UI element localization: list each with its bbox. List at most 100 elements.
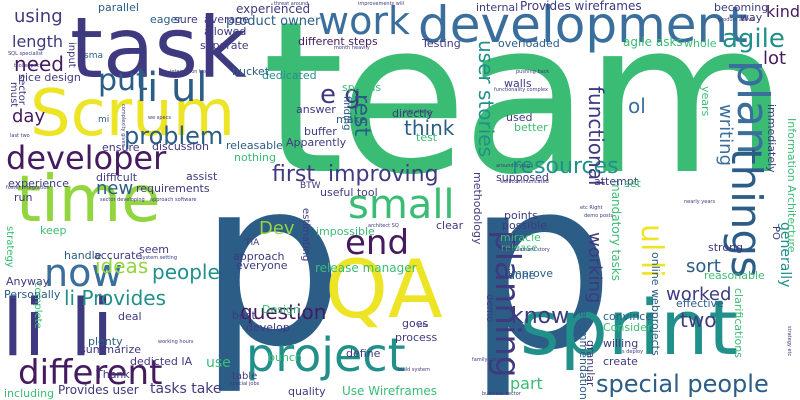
word-dedicated: dedicated	[262, 69, 317, 82]
word-working: working	[584, 232, 605, 304]
word-becoming: becoming	[714, 1, 769, 14]
word-difficult: difficult	[96, 171, 138, 184]
word-generally: generally	[777, 222, 793, 288]
word-sprint: sprint	[520, 283, 739, 372]
word-demo: demo	[484, 294, 495, 323]
word-plenty: plenty	[88, 335, 123, 348]
word-nice-design: nice design	[18, 71, 81, 84]
word-dedicted-ia: dedicted IA	[130, 355, 193, 368]
word-develop: develop	[246, 321, 290, 334]
word-li-provides: li Provides	[64, 286, 167, 310]
word-tasks-take: tasks take	[150, 381, 222, 397]
word-development: development	[418, 0, 748, 54]
word-resources: resources	[512, 154, 619, 179]
word-miracle: miracle	[500, 231, 541, 244]
word-strategy: strategy	[4, 226, 15, 268]
word-willing: willing	[603, 337, 639, 350]
word-release: release	[501, 243, 538, 254]
word-lot: lot	[763, 48, 787, 69]
word-used: used	[506, 111, 533, 124]
word-run: run	[14, 191, 33, 204]
word-years: years	[699, 86, 712, 117]
word-goes: goes	[402, 317, 429, 330]
word-anyway: Anyway	[6, 275, 50, 288]
word-spends: spends	[342, 81, 382, 94]
word-design: Design	[262, 303, 300, 316]
word-define: define	[346, 347, 381, 360]
word-info-strong: info strong	[404, 109, 431, 115]
word-tsoi-expect: tsoi expect	[14, 63, 42, 69]
word-possible: possible	[502, 219, 548, 232]
word-special-people: special people	[596, 370, 769, 398]
word-family-convince: family convince	[472, 357, 512, 363]
word-requirements: requirements	[136, 182, 210, 195]
word-eager: eager	[150, 13, 182, 26]
word-project: project	[246, 328, 406, 382]
word-create: create	[603, 355, 638, 368]
word-apparently: Apparently	[286, 136, 347, 149]
word-release-manager: release manager	[315, 261, 417, 275]
word-well-communicated: well communicated	[500, 179, 549, 185]
word-set: set	[624, 177, 641, 190]
word-lili: li li	[2, 284, 114, 374]
word-different: different	[18, 353, 163, 393]
word-methodology: methodology	[471, 172, 484, 245]
word-bucket: bucket	[232, 65, 270, 78]
word-problem: problem	[124, 122, 224, 150]
word-sma: sma	[84, 51, 103, 61]
word-first: first	[272, 162, 315, 187]
word-experienced: experienced	[236, 2, 311, 16]
word-s-deploy: s deploy	[622, 349, 644, 355]
word-po: PO	[770, 226, 781, 240]
word-parallel: parallel	[98, 1, 139, 14]
word-assist: assist	[186, 170, 218, 183]
word-provides-user: Provides user	[58, 383, 139, 397]
word-test: test	[416, 131, 438, 144]
word-different-steps: different steps	[298, 35, 378, 48]
word-buffer: buffer	[304, 125, 337, 138]
word-including: including	[4, 387, 55, 400]
word-everyone: everyone	[236, 259, 288, 272]
word-must: must	[8, 82, 19, 108]
word-attempt: attempt	[594, 175, 639, 188]
word-granular: granular	[584, 340, 597, 387]
word-we-specs: we specs	[148, 115, 171, 121]
word-process: process	[395, 331, 438, 344]
word-small: small	[348, 182, 455, 228]
word-task: task	[70, 0, 247, 97]
word-supposed: supposed	[496, 171, 549, 184]
word-points: points	[504, 209, 538, 222]
word-quality: quality	[288, 385, 326, 398]
word-product-owner: product owner	[226, 14, 321, 29]
word-improvements-will: improvements will	[358, 1, 405, 7]
word-clarifications: clarifications	[732, 288, 745, 358]
word-architect-sq: architect SQ	[368, 223, 399, 229]
word-system-setting: system setting	[140, 255, 177, 261]
word-releasable: releasable	[226, 139, 283, 152]
word-p-right: p	[466, 129, 616, 400]
word-approach: approach	[233, 250, 285, 263]
word-jobs: jobs	[418, 323, 429, 329]
word-improve: improve	[508, 267, 554, 280]
word-ensure: ensure	[102, 141, 140, 154]
word-developer: developer	[6, 139, 167, 177]
word-li-ul: li ul	[136, 65, 208, 111]
word-walls: walls	[504, 77, 532, 90]
word-dev: Dev	[259, 218, 295, 239]
word-make: make	[336, 113, 367, 126]
word-ol: ol	[628, 94, 646, 118]
word-done: done	[508, 269, 536, 282]
word-handle: handle	[64, 249, 102, 262]
word-way: way	[740, 11, 763, 24]
word-things: things	[722, 148, 771, 278]
word-mi: mi	[98, 115, 110, 125]
word-functional: functional	[584, 86, 608, 186]
word-now: now	[44, 251, 123, 295]
word-directly: directly	[392, 107, 434, 120]
word-strong: strong	[708, 241, 744, 254]
word-use: use	[206, 355, 231, 371]
word-end: end	[345, 223, 410, 263]
word-around-trying: around trying	[496, 163, 530, 169]
word-answer: answer	[296, 103, 336, 116]
word-keep: keep	[40, 224, 67, 237]
